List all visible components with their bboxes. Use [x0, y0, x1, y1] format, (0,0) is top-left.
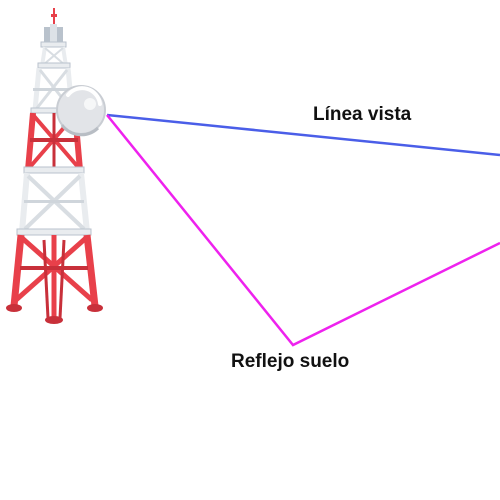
ground-reflection-label: Reflejo suelo: [231, 351, 350, 372]
line-of-sight-label: Línea vista: [313, 104, 412, 125]
satellite-dish-icon: [56, 85, 106, 137]
ground-reflection-path: [106, 114, 500, 347]
radio-tower-icon: [6, 8, 103, 324]
line-of-sight-path: [106, 113, 500, 157]
